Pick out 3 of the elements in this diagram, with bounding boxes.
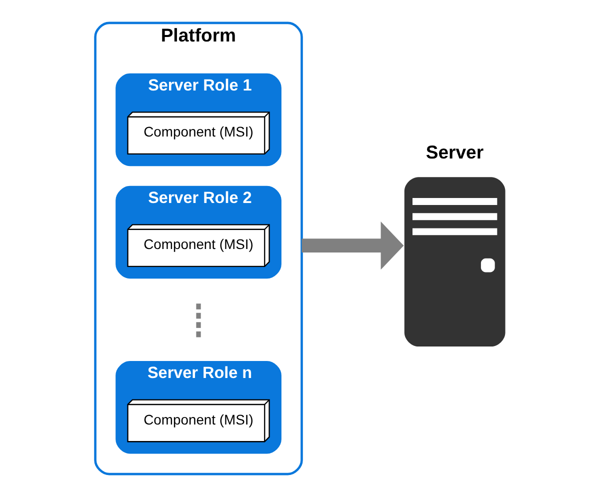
arrow	[301, 220, 404, 270]
node-box	[404, 176, 505, 346]
node-label: Server	[425, 140, 484, 162]
